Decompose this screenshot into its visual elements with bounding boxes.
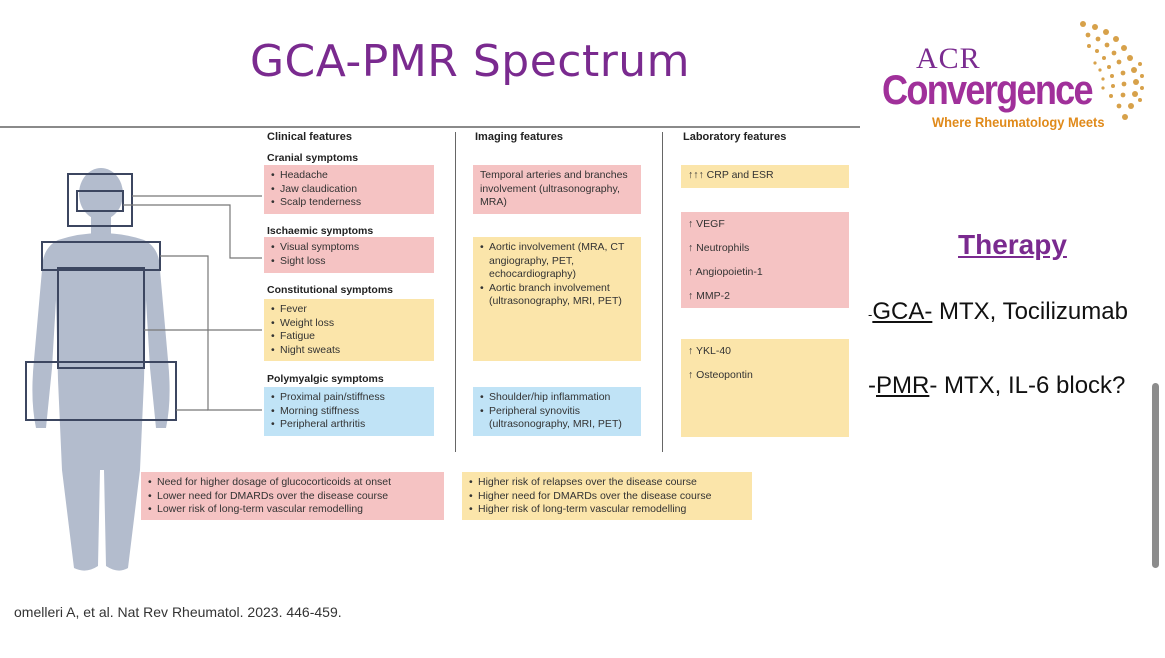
- list-item: Need for higher dosage of glucocorticoid…: [148, 476, 437, 490]
- lab-item: ↑ YKL-40: [688, 345, 731, 357]
- cranial-region-box: [67, 173, 133, 227]
- therapy-pmr-line: -PMR- MTX, IL-6 block?: [868, 372, 1125, 400]
- ischaemic-box: Visual symptoms Sight loss: [264, 237, 434, 273]
- therapy-heading: Therapy: [958, 229, 1067, 260]
- lab-crp-box: ↑↑↑ CRP and ESR: [681, 165, 849, 188]
- column-separator-2: [662, 132, 663, 452]
- constitutional-box: Fever Weight loss Fatigue Night sweats: [264, 299, 434, 361]
- ischaemic-heading: Ischaemic symptoms: [267, 225, 374, 237]
- cranial-box: Headache Jaw claudication Scalp tenderne…: [264, 165, 434, 214]
- body-diagram: [25, 168, 262, 571]
- list-item: Peripheral arthritis: [271, 418, 427, 432]
- lab-item: ↑ Osteopontin: [688, 369, 753, 381]
- list-item: Aortic branch involvement (ultrasonograp…: [480, 282, 634, 309]
- lab-item: ↑ Angiopoietin-1: [688, 266, 763, 278]
- imaging-cranial-box: Temporal arteries and branches involveme…: [473, 165, 641, 214]
- column-separator-1: [455, 132, 456, 452]
- list-item: Lower need for DMARDs over the disease c…: [148, 490, 437, 504]
- list-item: Aortic involvement (MRA, CT angiography,…: [480, 241, 634, 282]
- list-item: Proximal pain/stiffness: [271, 391, 427, 405]
- list-item: Higher risk of long-term vascular remode…: [469, 503, 745, 517]
- logo-acr-text: ACR: [916, 42, 981, 75]
- imaging-pmr-box: Shoulder/hip inflammation Peripheral syn…: [473, 387, 641, 436]
- constitutional-heading: Constitutional symptoms: [267, 284, 394, 296]
- imaging-aortic-box: Aortic involvement (MRA, CT angiography,…: [473, 237, 641, 361]
- pmr-prefix: -: [868, 372, 876, 399]
- pmr-therapy-text: - MTX, IL-6 block?: [929, 372, 1126, 399]
- lab-item: ↑ Neutrophils: [688, 242, 750, 254]
- hip-region-box: [25, 361, 177, 421]
- gca-pmr-figure: Clinical features Imaging features Labor…: [0, 0, 860, 600]
- lab-yellow-box: ↑ YKL-40 ↑ Osteopontin: [681, 339, 849, 437]
- header-divider: [0, 126, 860, 128]
- outcome-gca-box: Need for higher dosage of glucocorticoid…: [141, 472, 444, 520]
- outcome-pmr-box: Higher risk of relapses over the disease…: [462, 472, 752, 520]
- list-item: Fatigue: [271, 330, 427, 344]
- polymyalgic-heading: Polymyalgic symptoms: [267, 373, 384, 385]
- list-item: Lower risk of long-term vascular remodel…: [148, 503, 437, 517]
- list-item: Higher risk of relapses over the disease…: [469, 476, 745, 490]
- lab-pink-box: ↑ VEGF ↑ Neutrophils ↑ Angiopoietin-1 ↑ …: [681, 212, 849, 308]
- laboratory-features-heading: Laboratory features: [683, 131, 787, 143]
- scrollbar-thumb[interactable]: [1152, 383, 1159, 568]
- list-item: Shoulder/hip inflammation: [480, 391, 634, 405]
- list-item: Scalp tenderness: [271, 196, 427, 210]
- list-item: Peripheral synovitis (ultrasonography, M…: [480, 405, 634, 432]
- clinical-features-heading: Clinical features: [267, 131, 352, 143]
- gca-prefix: -: [868, 307, 873, 322]
- polymyalgic-box: Proximal pain/stiffness Morning stiffnes…: [264, 387, 434, 436]
- citation: omelleri A, et al. Nat Rev Rheumatol. 20…: [14, 604, 342, 620]
- list-item: Visual symptoms: [271, 241, 427, 255]
- human-silhouette-icon: [32, 168, 170, 571]
- list-item: Sight loss: [271, 255, 427, 269]
- gca-label: GCA-: [872, 298, 933, 325]
- list-item: Weight loss: [271, 317, 427, 331]
- gca-therapy-text: MTX, Tocilizumab: [932, 298, 1128, 325]
- list-item: Fever: [271, 303, 427, 317]
- imaging-features-heading: Imaging features: [475, 131, 564, 143]
- list-item: Jaw claudication: [271, 183, 427, 197]
- list-item: Night sweats: [271, 344, 427, 358]
- list-item: Morning stiffness: [271, 405, 427, 419]
- pmr-label: PMR: [876, 372, 930, 399]
- acr-convergence-logo: ACR Convergence Where Rheumatology Meets: [880, 18, 1145, 143]
- torso-region-box: [57, 267, 145, 369]
- temporal-region-box: [76, 190, 124, 212]
- lab-item: ↑ MMP-2: [688, 290, 730, 302]
- lab-item: ↑ VEGF: [688, 218, 725, 230]
- list-item: Higher need for DMARDs over the disease …: [469, 490, 745, 504]
- cranial-heading: Cranial symptoms: [267, 152, 359, 164]
- slide-title: GCA-PMR Spectrum: [249, 36, 691, 87]
- dot-arc-icon: [1080, 21, 1144, 120]
- logo-tagline: Where Rheumatology Meets: [932, 114, 1105, 130]
- logo-convergence-text: Convergence: [882, 66, 1094, 113]
- therapy-gca-line: -GCA- MTX, Tocilizumab: [868, 298, 1128, 326]
- list-item: Headache: [271, 169, 427, 183]
